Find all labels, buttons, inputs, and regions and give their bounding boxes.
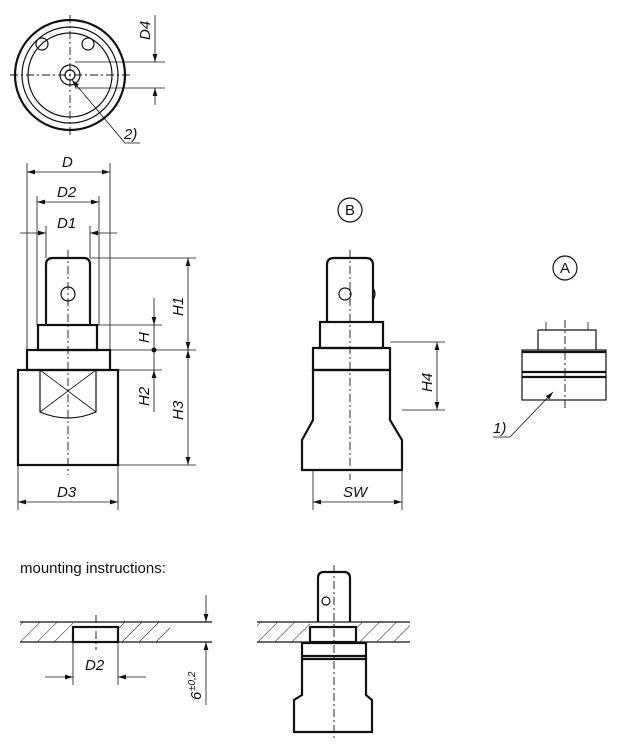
dim-D4: D4 — [137, 21, 154, 40]
dim-D3: D3 — [57, 484, 77, 501]
mounted-part — [257, 565, 410, 740]
view-b-label: B — [345, 202, 355, 219]
dim-H: H — [136, 332, 153, 343]
dim-D2: D2 — [57, 184, 77, 201]
dim-H4: H4 — [419, 373, 436, 392]
mounting-title: mounting instructions: — [20, 560, 166, 577]
mounting-hole: D2 6 ±0,2 — [20, 595, 212, 705]
view-a-label: A — [560, 260, 570, 277]
view-b: B H4 SW — [300, 197, 445, 510]
dim-SW: SW — [343, 484, 369, 501]
dim-D1: D1 — [57, 215, 76, 232]
note-2: 2) — [123, 126, 137, 143]
top-view: D4 2) — [10, 15, 165, 144]
mount-dim-tolerance: ±0,2 — [187, 671, 198, 691]
dim-H3: H3 — [170, 400, 187, 420]
dim-D: D — [62, 154, 73, 171]
dim-H1: H1 — [170, 297, 187, 316]
mount-dim-D2: D2 — [85, 657, 105, 674]
note-1: 1) — [493, 420, 506, 437]
view-a: A 1) — [493, 255, 607, 438]
front-view: D D2 D1 H1 H H2 H3 D3 — [16, 154, 196, 510]
mount-dim-depth: 6 — [188, 691, 205, 700]
dim-H2: H2 — [136, 386, 153, 406]
